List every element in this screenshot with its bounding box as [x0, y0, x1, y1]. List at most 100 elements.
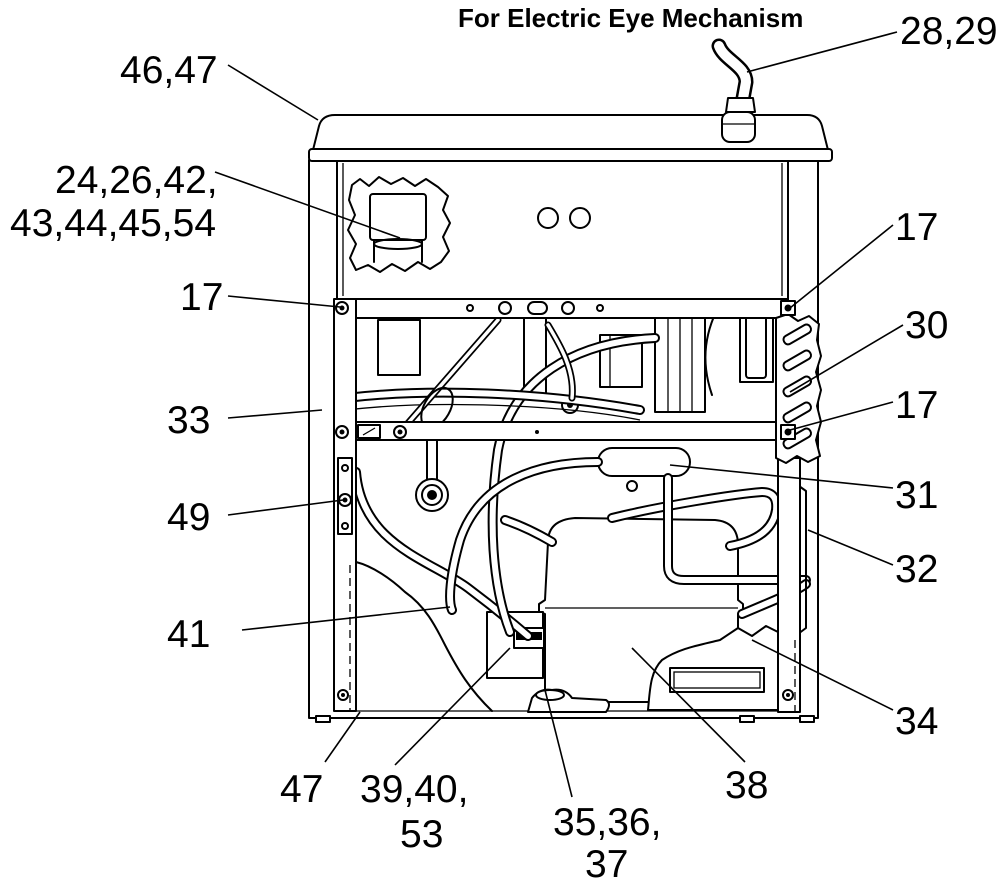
screw [337, 689, 349, 701]
leader-line [227, 409, 323, 419]
bracket-keyhole [561, 301, 575, 315]
leader-line [241, 606, 451, 631]
part-number-label: 17 [895, 384, 938, 427]
part-number-label: 49 [167, 496, 210, 539]
tube-inner [502, 517, 555, 545]
right-rail [777, 457, 801, 713]
leader-line [789, 324, 904, 393]
part-number-label: 37 [585, 843, 628, 882]
bubbler-base [721, 111, 756, 143]
right-box-slot [745, 309, 767, 379]
leader-line [214, 171, 401, 239]
leader-line [394, 647, 511, 766]
bracket-slot [527, 301, 548, 315]
mount-hole [626, 480, 638, 492]
leader-line [227, 499, 344, 516]
leader-line [324, 711, 361, 763]
screw [335, 425, 349, 439]
left-box [377, 319, 421, 376]
leader-line [789, 224, 894, 309]
crossbar-dot [535, 430, 539, 434]
tube-inner [400, 318, 500, 432]
upper-block [369, 193, 427, 241]
leader-line [227, 64, 319, 121]
top-cap [308, 114, 833, 162]
bracket-hole [466, 304, 474, 312]
drain-grommet [415, 439, 449, 512]
part-number-label: 17 [180, 276, 223, 319]
right-base-cutaway [647, 625, 779, 711]
leader-line [751, 639, 894, 711]
part-number-label: 33 [167, 399, 210, 442]
bubbler-collar [725, 97, 756, 113]
bubbler-assembly [711, 38, 756, 143]
base-plate-inner [673, 671, 761, 689]
part-number-label: 17 [895, 206, 938, 249]
condenser-cutaway [775, 313, 822, 464]
part-number-label: 31 [895, 474, 938, 517]
panel-hole [537, 207, 559, 229]
crossbar [355, 421, 791, 441]
gauge-needle [362, 427, 376, 436]
part-number-label: 35,36, [553, 801, 661, 844]
screw [335, 301, 349, 315]
part-number-label: 43,44,45,54 [10, 202, 216, 245]
leader-line [227, 295, 341, 308]
leader-line [631, 647, 746, 763]
tube-inner [489, 335, 658, 635]
upper-cylinder-rim [373, 238, 423, 250]
frame [333, 298, 801, 713]
foot [315, 715, 331, 723]
compressor-mount [527, 688, 610, 713]
screw [780, 424, 796, 440]
tube-inner [447, 459, 601, 613]
callout-labels: 28,29 46,47 24,26,42, 43,44,45,54 17 17 … [10, 10, 998, 882]
feet [315, 715, 815, 723]
mount-washer [535, 689, 565, 701]
foot [799, 715, 815, 723]
upper-cutaway [347, 176, 451, 273]
foot [739, 715, 755, 723]
tube-inner [343, 389, 643, 413]
part-number-label: 47 [280, 768, 323, 811]
left-base-cutaway [355, 561, 493, 712]
wire [345, 403, 641, 421]
drain-tube [426, 439, 438, 481]
condenser-fin [782, 323, 813, 346]
tube-inner [665, 475, 809, 583]
panel-hole [569, 207, 591, 229]
part-number-label: 53 [400, 813, 443, 856]
part-number-label: 24,26,42, [55, 159, 218, 202]
leader-lines [214, 31, 904, 798]
part-number-label: 28,29 [900, 10, 998, 53]
part-number-label: 46,47 [120, 49, 218, 92]
leader-line [544, 689, 573, 798]
drier-body [597, 447, 691, 477]
leader-line [789, 401, 894, 431]
tube-inner [609, 489, 780, 549]
refrigerant-tubing [341, 316, 811, 641]
condenser-fin [782, 349, 813, 372]
screws [335, 300, 796, 701]
part-number-label: 30 [905, 304, 948, 347]
leader-line [669, 464, 894, 489]
screw [782, 689, 794, 701]
leader-line [746, 31, 898, 73]
condenser-fin [782, 401, 813, 424]
top-cap-shell [312, 114, 829, 151]
bracket-keyhole [498, 301, 512, 315]
part-number-label: 39,40, [360, 768, 468, 811]
tube-inner [546, 323, 575, 400]
screw [341, 522, 349, 530]
screw [393, 425, 407, 439]
part-number-label: 34 [895, 700, 938, 743]
top-cap-flange [308, 148, 833, 162]
grommet-center [427, 490, 437, 500]
diagram-title: For Electric Eye Mechanism [458, 3, 803, 33]
part-number-label: 38 [725, 764, 768, 807]
part-number-label: 41 [167, 613, 210, 656]
screw [338, 493, 352, 507]
screw [341, 464, 349, 472]
bubbler-spout-inner [714, 41, 751, 109]
